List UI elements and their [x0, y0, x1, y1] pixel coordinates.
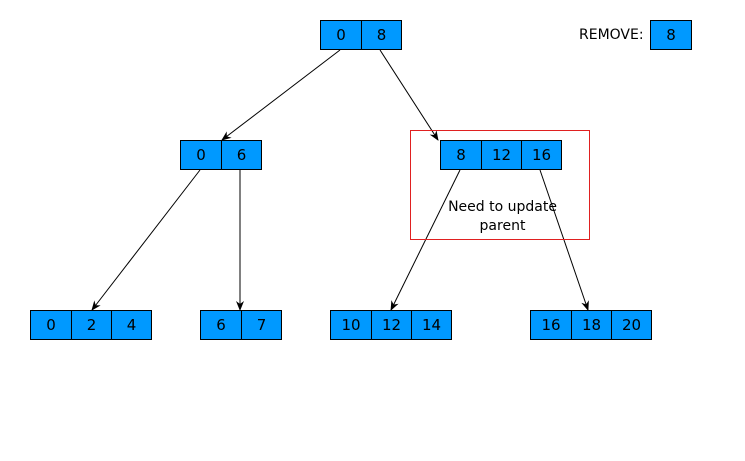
leaf-node-2: 6 7 [200, 310, 282, 340]
internal-left-key-2: 6 [221, 141, 261, 169]
leaf-4-key-1: 16 [541, 316, 561, 334]
update-parent-note: Need to update parent [430, 198, 575, 236]
leaf-2-key-2: 7 [241, 311, 281, 339]
note-line-1: Need to update [448, 199, 557, 215]
leaf-4-key-3: 20 [611, 311, 651, 339]
leaf-node-4: 16 18 20 [530, 310, 652, 340]
edge-root-to-left-internal [221, 49, 341, 141]
remove-operation-label: REMOVE: [579, 27, 644, 43]
leaf-3-key-2: 12 [371, 311, 411, 339]
leaf-2-key-1: 6 [216, 316, 226, 334]
edge-left-internal-to-leaf-1 [91, 169, 201, 311]
root-key-1: 0 [336, 26, 346, 44]
edge-right-internal-to-leaf-3 [390, 169, 461, 311]
leaf-1-key-3: 4 [111, 311, 151, 339]
leaf-4-key-2: 18 [571, 311, 611, 339]
internal-node-left: 0 6 [180, 140, 262, 170]
update-parent-highlight [410, 130, 590, 240]
leaf-node-1: 0 2 4 [30, 310, 152, 340]
root-node: 0 8 [320, 20, 402, 50]
leaf-1-key-2: 2 [71, 311, 111, 339]
note-line-2: parent [479, 218, 526, 234]
remove-key-value: 8 [666, 26, 676, 44]
leaf-3-key-1: 10 [341, 316, 361, 334]
internal-left-key-1: 0 [196, 146, 206, 164]
leaf-3-key-3: 14 [411, 311, 451, 339]
root-key-2: 8 [361, 21, 401, 49]
internal-node-right: 8 12 16 [440, 140, 562, 170]
internal-right-key-2: 12 [481, 141, 521, 169]
internal-right-key-1: 8 [456, 146, 466, 164]
leaf-1-key-1: 0 [46, 316, 56, 334]
leaf-node-3: 10 12 14 [330, 310, 452, 340]
internal-right-key-3: 16 [521, 141, 561, 169]
edge-right-internal-to-leaf-4 [539, 169, 589, 311]
remove-key-box: 8 [650, 20, 692, 50]
edge-root-to-right-internal [379, 49, 439, 141]
